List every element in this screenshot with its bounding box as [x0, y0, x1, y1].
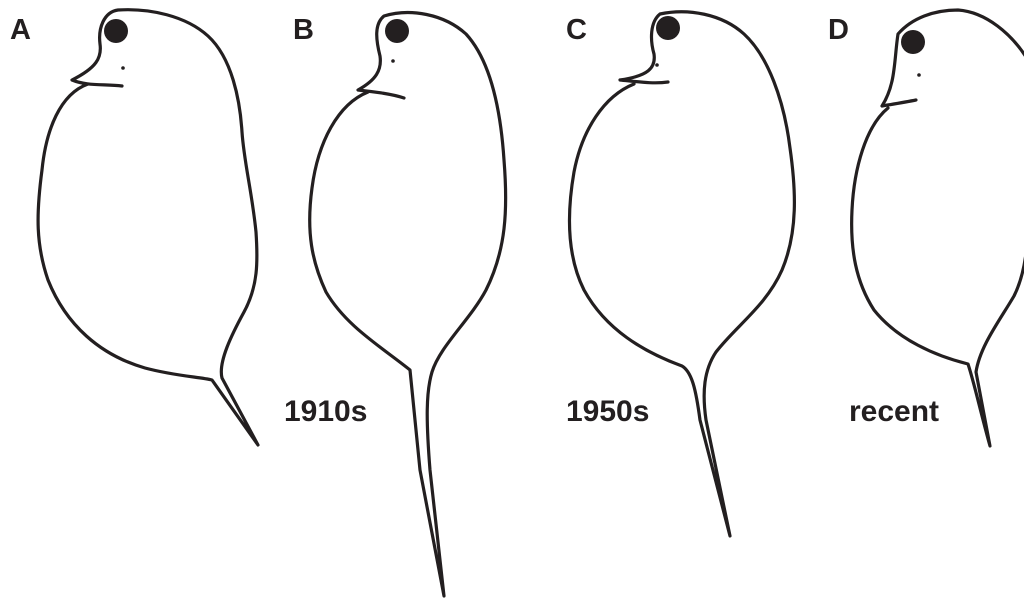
panel-letter-d: D	[828, 14, 849, 46]
era-label-recent: recent	[849, 395, 939, 428]
daphnia-outline-c	[569, 12, 794, 536]
daphnia-outline-a	[38, 10, 258, 445]
era-label-1910s: 1910s	[284, 395, 367, 428]
panel-b: B 1910s	[284, 13, 506, 596]
era-label-1950s: 1950s	[566, 395, 649, 428]
compound-eye-c	[656, 16, 680, 40]
panel-a: A	[10, 10, 258, 445]
ocellus-a	[121, 66, 125, 70]
ocellus-c	[655, 63, 659, 67]
compound-eye-b	[385, 19, 409, 43]
daphnia-outline-b	[310, 13, 506, 596]
compound-eye-a	[104, 19, 128, 43]
panel-d: D recent	[828, 10, 1024, 446]
panel-c: C 1950s	[566, 12, 794, 536]
panel-letter-b: B	[293, 14, 314, 46]
ocellus-b	[391, 59, 395, 63]
panel-letter-c: C	[566, 14, 587, 46]
daphnia-outline-d	[852, 10, 1024, 446]
ocellus-d	[917, 73, 921, 77]
compound-eye-d	[901, 30, 925, 54]
panel-letter-a: A	[10, 14, 31, 46]
